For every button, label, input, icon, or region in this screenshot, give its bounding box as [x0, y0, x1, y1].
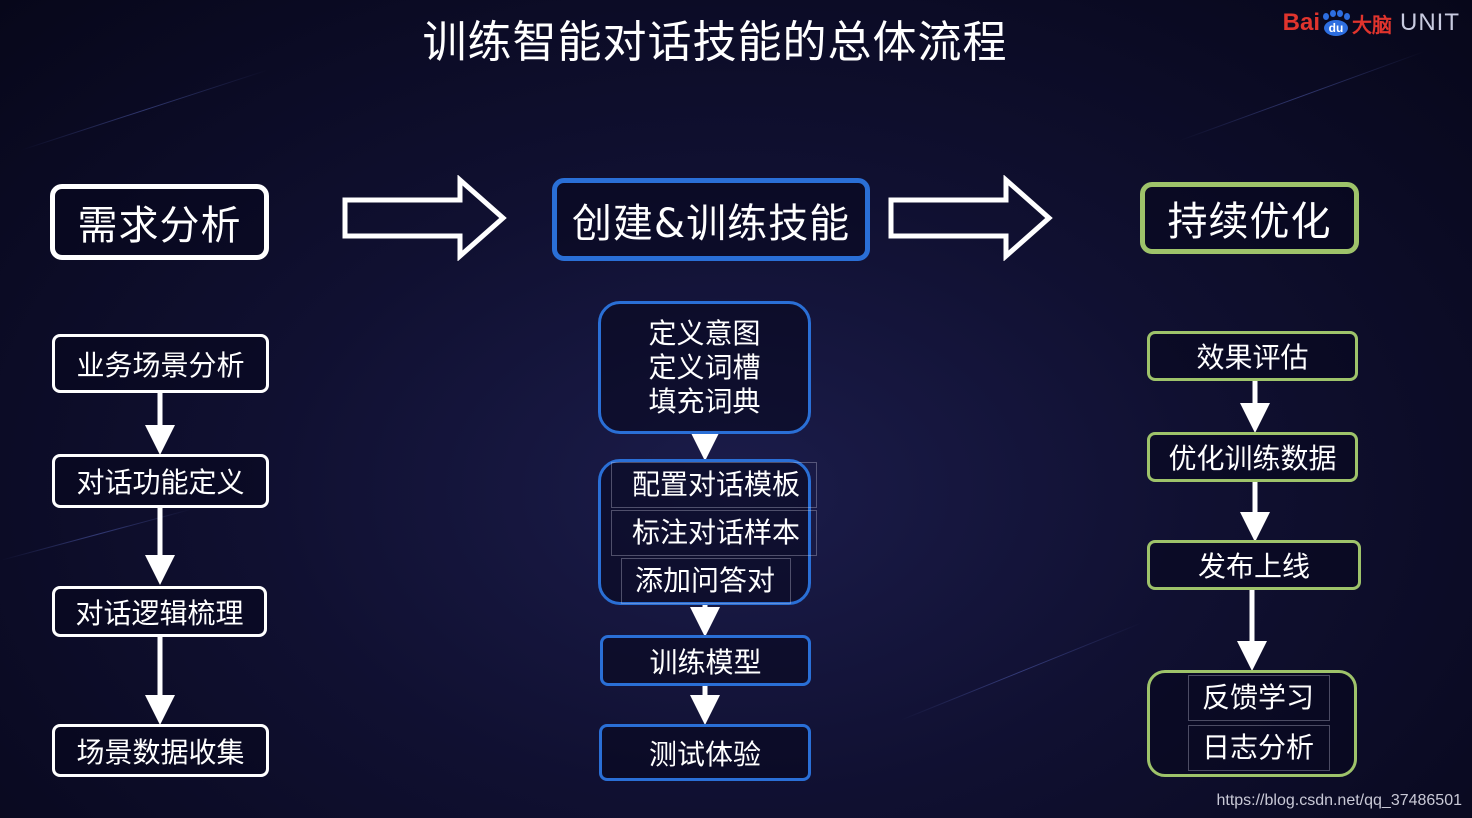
page-title: 训练智能对话技能的总体流程	[422, 17, 1008, 68]
step-label: 定义意图	[648, 316, 761, 350]
baidu-unit-logo: Bai du 大脑 UNIT	[1283, 6, 1460, 40]
step-label: 对话功能定义	[76, 466, 245, 499]
requirement-analysis-header: 需求分析	[50, 184, 269, 260]
flow-step: 业务场景分析	[52, 334, 269, 393]
flow-step: 效果评估	[1147, 331, 1358, 381]
flow-step: 优化训练数据	[1147, 432, 1358, 482]
step-label: 日志分析	[1201, 731, 1314, 764]
step-label: 场景数据收集	[76, 735, 245, 769]
background-streak	[19, 69, 268, 151]
paw-icon: du	[1321, 10, 1351, 36]
flow-step-group: 定义意图 定义词槽 填充词典	[598, 301, 811, 434]
step-label: 反馈学习	[1201, 681, 1314, 714]
flow-step-group: 反馈学习 日志分析	[1147, 670, 1357, 777]
header-label: 持续优化	[1167, 199, 1332, 245]
flow-step: 训练模型	[600, 635, 811, 686]
logo-du-text: du	[1324, 20, 1348, 36]
flow-step: 测试体验	[599, 724, 811, 781]
step-label: 训练模型	[649, 645, 762, 679]
logo-unit-text: UNIT	[1400, 9, 1460, 36]
logo-dana-text: 大脑	[1352, 14, 1392, 37]
flow-step: 场景数据收集	[52, 724, 269, 777]
header-label: 需求分析	[77, 203, 242, 249]
watermark-text: https://blog.csdn.net/qq_37486501	[1216, 792, 1462, 809]
background-streak	[899, 622, 1142, 721]
step-label: 业务场景分析	[76, 348, 245, 382]
flow-step: 对话功能定义	[52, 454, 269, 508]
step-label: 定义词槽	[648, 350, 761, 384]
step-label: 效果评估	[1196, 341, 1309, 374]
step-label: 添加问答对	[634, 564, 775, 597]
flow-step: 对话逻辑梳理	[52, 586, 267, 637]
flow-step-group: 配置对话模板 标注对话样本 添加问答对	[598, 459, 817, 605]
step-label: 标注对话样本	[631, 516, 800, 549]
right-arrow-icon	[888, 175, 1053, 261]
step-label: 优化训练数据	[1168, 442, 1337, 475]
create-train-skill-header: 创建&训练技能	[552, 178, 870, 261]
logo-bai-text: Bai	[1282, 9, 1320, 36]
step-label: 对话逻辑梳理	[75, 596, 244, 630]
right-arrow-icon	[342, 175, 507, 261]
flow-step: 发布上线	[1147, 540, 1361, 590]
step-label: 配置对话模板	[631, 468, 800, 501]
continuous-optimization-header: 持续优化	[1140, 182, 1359, 254]
background-streak	[0, 508, 194, 561]
step-label: 测试体验	[648, 737, 761, 771]
step-label: 发布上线	[1197, 550, 1310, 583]
header-label: 创建&训练技能	[571, 200, 851, 247]
step-label: 填充词典	[648, 384, 761, 418]
